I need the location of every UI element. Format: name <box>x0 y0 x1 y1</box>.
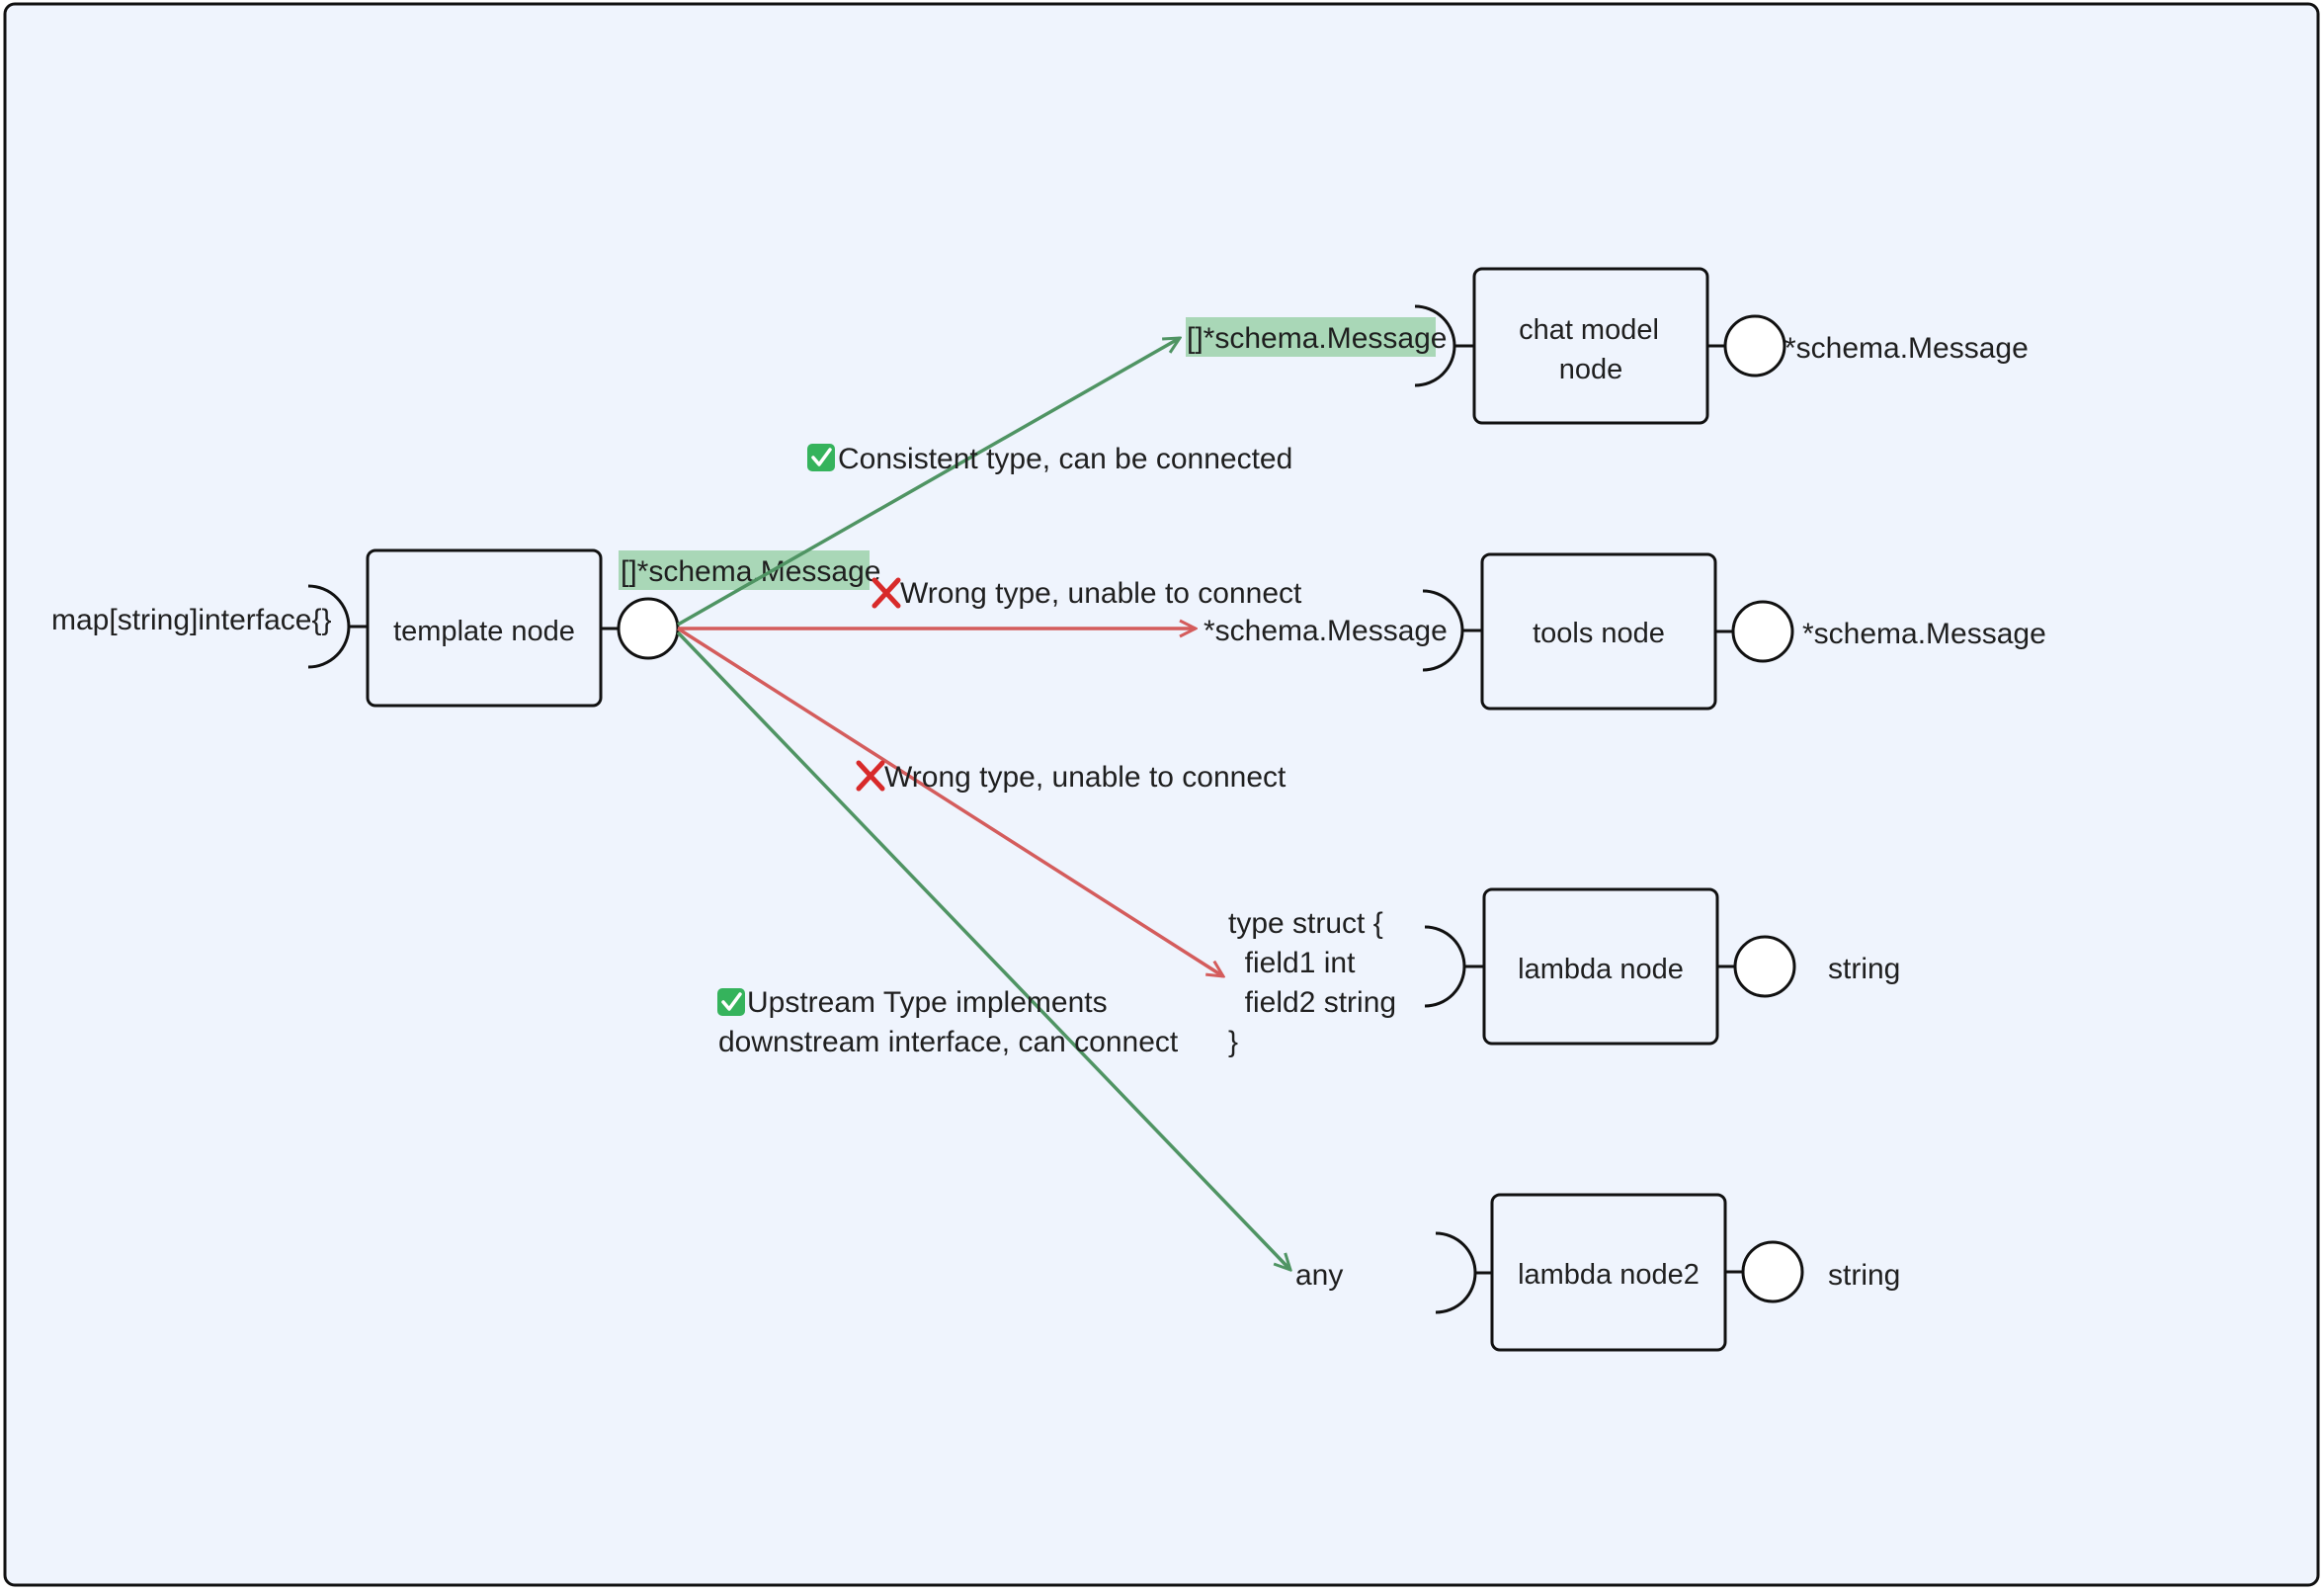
edge-to-lambda[interactable] <box>677 627 1223 976</box>
lambda-node2-group: lambda node2 any string <box>1295 1193 1900 1352</box>
tools-node-label: tools node <box>1533 618 1665 649</box>
chat-model-node[interactable] <box>1472 267 1709 425</box>
edge-label-text: Consistent type, can be connected <box>838 443 1292 475</box>
edge-label-text: downstream interface, can connect <box>718 1026 1179 1058</box>
edge-label-text: Wrong type, unable to connect <box>884 761 1286 794</box>
edge-label-text: Wrong type, unable to connect <box>900 577 1302 610</box>
edge-to-lambda2[interactable] <box>676 630 1290 1270</box>
chat-model-node-label-line2: node <box>1559 354 1623 385</box>
check-mark-icon <box>717 988 745 1016</box>
lambda-node-group: lambda node type struct { field1 int fie… <box>1228 887 1900 1058</box>
cross-mark-icon <box>856 760 885 792</box>
check-mark-icon <box>807 444 835 471</box>
tools-output-port[interactable] <box>1731 600 1794 663</box>
edge-to-chat-model[interactable] <box>677 338 1180 627</box>
edge-label-lambda2: Upstream Type implements downstream inte… <box>717 986 1179 1058</box>
chat-model-output-type: *schema.Message <box>1784 332 2029 365</box>
chat-model-node-label-line1: chat model <box>1519 314 1659 346</box>
template-output-type-highlight <box>619 550 870 590</box>
lambda-input-type-line: } <box>1228 1026 1238 1058</box>
edge-label-text: Upstream Type implements <box>747 986 1108 1019</box>
lambda-node-label: lambda node <box>1518 954 1684 985</box>
lambda-output-port[interactable] <box>1733 935 1796 998</box>
tools-input-type: *schema.Message <box>1204 615 1448 647</box>
lambda-node2-label: lambda node2 <box>1518 1259 1700 1291</box>
lambda-input-type-line: field2 string <box>1228 986 1396 1019</box>
lambda-input-type-line: field1 int <box>1228 947 1356 979</box>
chat-model-output-port[interactable] <box>1723 314 1786 378</box>
template-input-type: map[string]interface{} <box>51 604 332 636</box>
tools-output-type: *schema.Message <box>1802 618 2046 650</box>
canvas-frame <box>3 2 2320 1587</box>
edge-label-tools: Wrong type, unable to connect <box>872 577 1302 610</box>
template-node-label: template node <box>393 616 575 647</box>
chat-model-input-type: []*schema.Message <box>1187 322 1447 355</box>
template-node-group: template node map[string]interface{} []*… <box>51 548 880 708</box>
chat-model-node-group: chat model node []*schema.Message *schem… <box>1186 267 2029 425</box>
edge-label-chat-model: Consistent type, can be connected <box>807 443 1292 475</box>
lambda2-input-type: any <box>1295 1259 1343 1292</box>
lambda-output-type: string <box>1828 953 1900 985</box>
template-output-port[interactable] <box>617 597 680 660</box>
tools-node-group: tools node *schema.Message *schema.Messa… <box>1204 552 2046 711</box>
lambda2-output-type: string <box>1828 1259 1900 1292</box>
lambda-input-type-line: type struct { <box>1228 907 1383 940</box>
chat-model-input-type-highlight <box>1186 317 1436 357</box>
cross-mark-icon <box>872 577 901 609</box>
lambda2-output-port[interactable] <box>1741 1240 1804 1303</box>
edge-label-lambda: Wrong type, unable to connect <box>856 760 1286 794</box>
